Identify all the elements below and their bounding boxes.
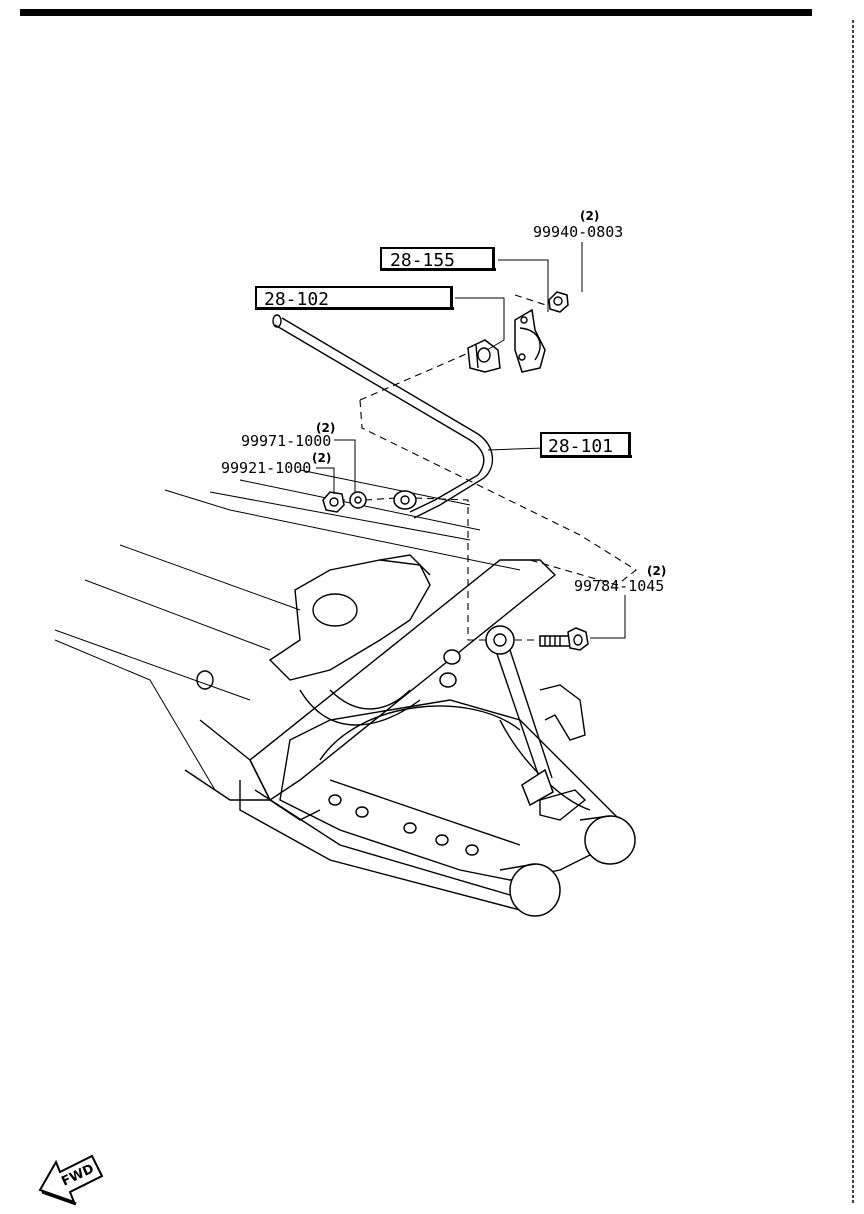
bar-end-eye	[393, 490, 417, 510]
bracket-part	[514, 308, 546, 373]
qty-bolt-right: (2)	[647, 564, 666, 578]
callout-nut-left: 99921-1000 (2)	[221, 451, 331, 477]
qty-nut-top: (2)	[580, 209, 599, 223]
stabilizer-link	[485, 625, 554, 807]
callout-washer-left: (2) 99971-1000	[241, 421, 335, 450]
bolt-right-part	[539, 627, 589, 651]
leader-lines	[316, 242, 626, 639]
qty-nut-left: (2)	[312, 451, 331, 465]
ref-box-bushing[interactable]: 28-102	[255, 286, 454, 310]
stabilizer-bar	[272, 314, 493, 519]
fwd-arrow-icon: FWD	[38, 1154, 104, 1206]
ref-label-stabilizer: 28-101	[548, 436, 613, 457]
ref-box-bracket[interactable]: 28-155	[380, 247, 496, 271]
assembly-guide-lines	[338, 294, 637, 641]
ref-label-bushing: 28-102	[264, 289, 329, 310]
front-frame-assembly	[54, 469, 636, 917]
part-number-bolt-right: 99784-1045	[574, 577, 664, 595]
nut-top-part	[548, 291, 569, 313]
nut-left-part	[322, 491, 345, 513]
part-number-washer-left: 99971-1000	[241, 432, 331, 450]
ref-label-bracket: 28-155	[390, 250, 455, 271]
washer-left-part	[349, 491, 367, 509]
top-rule	[20, 9, 812, 16]
ref-box-stabilizer[interactable]: 28-101	[540, 432, 632, 458]
callout-bolt-right: (2) 99784-1045	[574, 564, 666, 595]
qty-washer-left: (2)	[316, 421, 335, 435]
part-number-nut-left: 99921-1000	[221, 459, 311, 477]
part-number-nut-top: 99940-0803	[533, 223, 623, 241]
callout-nut-top: (2) 99940-0803	[533, 209, 623, 241]
bushing-part	[467, 339, 501, 373]
